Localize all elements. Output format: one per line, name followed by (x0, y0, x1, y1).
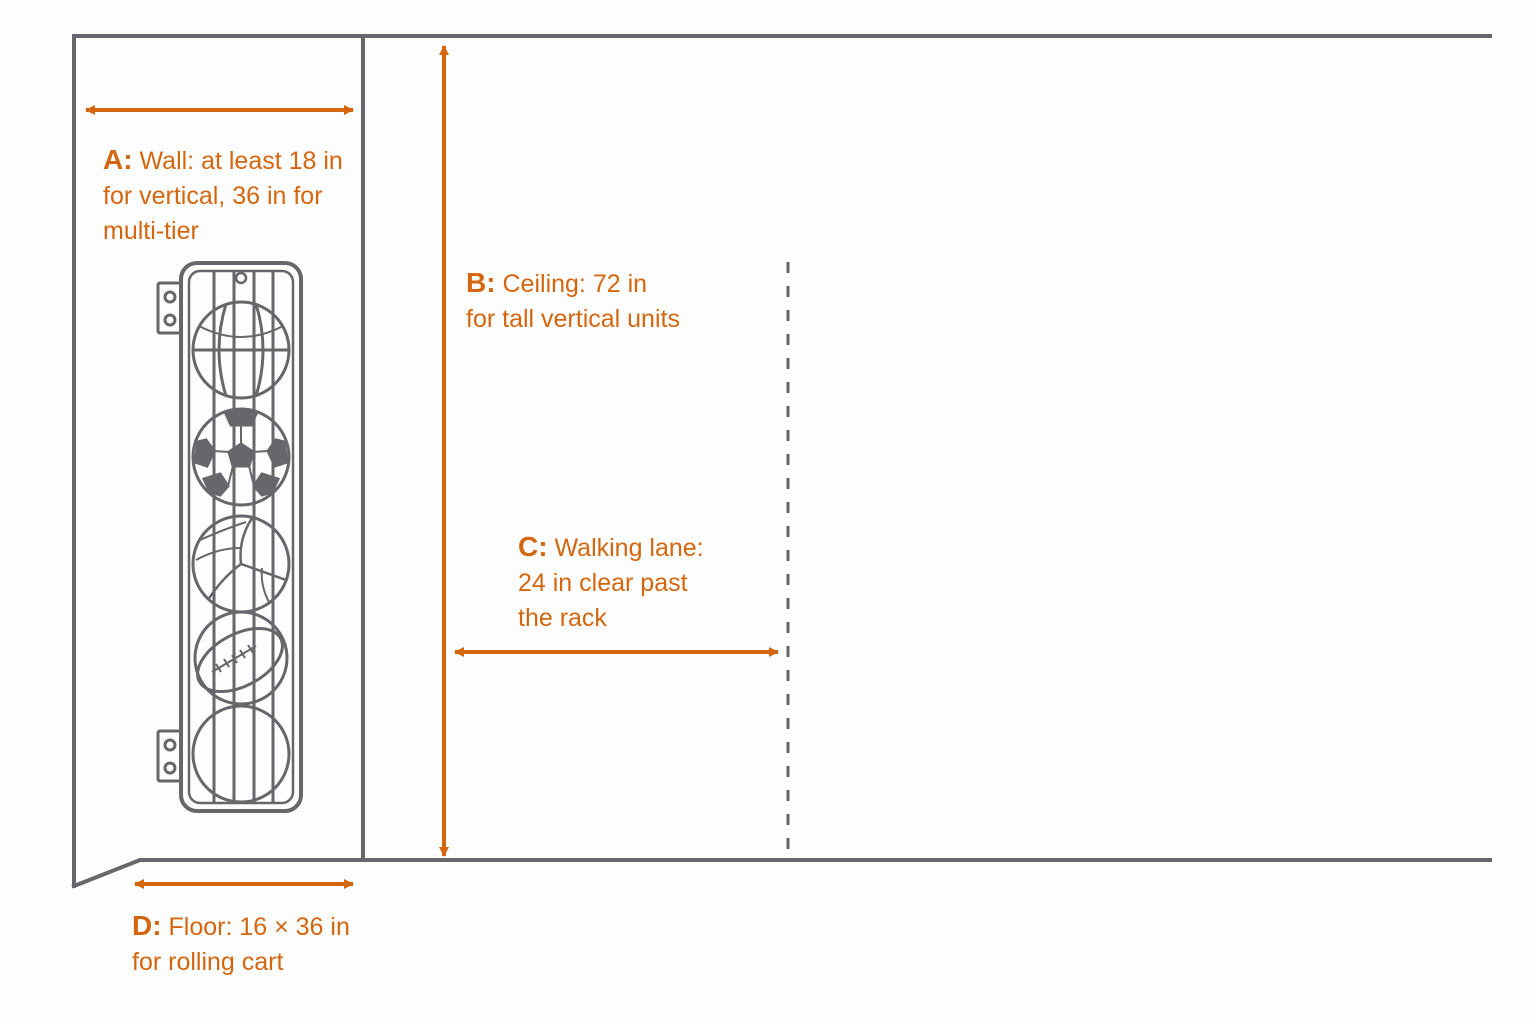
callout-d-text-2: for rolling cart (132, 948, 284, 976)
room-outline (71, 34, 1492, 889)
callout-c-text-1: Walking lane: (554, 534, 704, 562)
upper-mounting-bracket (156, 281, 185, 335)
callout-a-line-1: A: Wall: at least 18 in (103, 142, 343, 179)
callout-b-ceiling: B: Ceiling: 72 in for tall vertical unit… (466, 265, 680, 337)
rack-hanging-ring (234, 271, 248, 285)
rack-bars (212, 271, 275, 803)
rack-frame-outer (179, 261, 303, 813)
callout-a-text-2: for vertical, 36 in for (103, 182, 323, 210)
callout-c-walking-lane: C: Walking lane: 24 in clear past the ra… (518, 529, 704, 636)
callout-b-line-1: B: Ceiling: 72 in (466, 265, 680, 302)
callout-c-key: C: (518, 531, 548, 562)
callout-d-floor: D: Floor: 16 × 36 in for rolling cart (132, 908, 350, 980)
callout-b-text-1: Ceiling: 72 in (502, 270, 648, 298)
basketball-icon (191, 300, 291, 400)
callout-d-key: D: (132, 910, 162, 941)
plain-ball-icon (191, 704, 291, 804)
callout-c-line-1: C: Walking lane: (518, 529, 704, 566)
callout-b-key: B: (466, 267, 496, 298)
callout-a-key: A: (103, 144, 133, 175)
wall-ball-rack (156, 261, 303, 813)
callout-a-wall: A: Wall: at least 18 in for vertical, 36… (103, 142, 343, 249)
callout-d-text-1: Floor: 16 × 36 in (168, 913, 350, 941)
dimension-arrows (85, 45, 779, 889)
callout-d-line-1: D: Floor: 16 × 36 in (132, 908, 350, 945)
callout-c-text-3: the rack (518, 604, 607, 632)
floor-line (71, 858, 1492, 889)
callout-b-text-2: for tall vertical units (466, 305, 680, 333)
callout-a-text-1: Wall: at least 18 in (139, 147, 343, 175)
callout-a-text-3: multi-tier (103, 217, 199, 245)
callout-c-text-2: 24 in clear past (518, 569, 688, 597)
